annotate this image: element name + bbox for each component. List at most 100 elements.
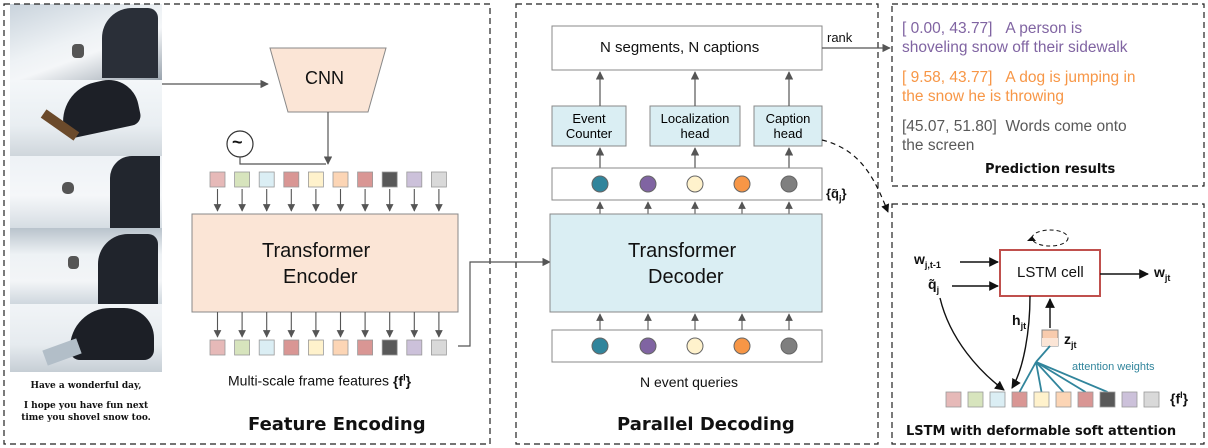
query-set-symbol: {q̃ (826, 186, 839, 201)
z-label: zjt (1064, 331, 1077, 350)
feature-token (234, 339, 251, 356)
feature-token (430, 171, 447, 188)
h-label: hjt (1012, 312, 1026, 331)
lstm-feature-token (1099, 391, 1116, 408)
decoded-query-dot (639, 175, 657, 193)
prediction-time: [ 0.00, 43.77] (902, 20, 993, 37)
caption-head-line-2: head (773, 126, 803, 141)
encoder-to-features-arrows (213, 312, 443, 338)
decoded-query-dot (780, 175, 798, 193)
lstm-feature-tokens (945, 391, 1160, 408)
feature-encoding-panel (3, 3, 491, 445)
lstm-feature-token (967, 391, 984, 408)
rank-label: rank (827, 30, 853, 45)
w-input-symbol: w (914, 251, 925, 267)
queries-to-decoder-arrows (596, 313, 793, 330)
attention-line (1035, 361, 1065, 393)
decoded-query-dot (733, 175, 751, 193)
feature-token (283, 171, 300, 188)
output-box (551, 25, 823, 71)
feature-encoding-title: Feature Encoding (248, 414, 426, 435)
prediction-text: A person is (1005, 20, 1083, 37)
event-query-dot (780, 337, 798, 355)
lstm-feature-token (1121, 391, 1138, 408)
w-output-symbol: w (1154, 264, 1165, 280)
video-caption-line-1: Have a wonderful day, (30, 381, 142, 391)
decoder-label-line-1: Transformer (628, 240, 737, 262)
feature-token (258, 171, 275, 188)
video-frame-5 (10, 304, 162, 372)
features-caption: Multi-scale frame features (228, 372, 393, 389)
attention-weights-label: attention weights (1072, 361, 1155, 373)
lstm-feature-token (1055, 391, 1072, 408)
caption-head-line-1: Caption (765, 111, 811, 126)
transformer-decoder-block (549, 213, 823, 313)
query-set-subscript: j (839, 193, 842, 204)
w-output-subscript: jt (1164, 272, 1171, 283)
video-frame-1 (10, 4, 162, 80)
prediction-text: Words come onto (1005, 118, 1127, 135)
attention-line (1035, 361, 1108, 393)
prediction-results-panel (891, 3, 1205, 187)
event-counter-label: Event Counter (552, 106, 626, 146)
encoder-label-line-1: Transformer (262, 240, 371, 262)
video-frame-2 (10, 80, 162, 156)
localization-head (649, 105, 741, 147)
feature-token (381, 339, 398, 356)
lstm-feature-token (1143, 391, 1160, 408)
lstm-feature-token (1033, 391, 1050, 408)
feature-token (307, 171, 324, 188)
attention-line (1035, 361, 1043, 393)
positional-encoding-arrow (239, 157, 326, 165)
caption-head-label: Caption head (754, 106, 822, 146)
encoder-label-line-2: Encoder (283, 266, 358, 288)
lstm-features-close: } (1182, 390, 1189, 407)
localization-line-2: head (680, 126, 710, 141)
w-input-label: wj,t-1 (914, 251, 941, 270)
recurrent-loop-arrowhead (1027, 236, 1036, 241)
lstm-features-symbol: {f (1170, 390, 1181, 407)
multi-scale-features-label: Multi-scale frame features {fl} (228, 372, 411, 389)
lstm-features-label: {fl} (1170, 390, 1188, 407)
z-symbol: z (1064, 331, 1071, 347)
video-caption-line-2: I hope you have fun next (23, 401, 149, 411)
prediction-text-cont: the snow he is throwing (902, 88, 1064, 105)
prediction-text-cont: the screen (902, 137, 975, 154)
video-caption-card: Have a wonderful day, I hope you have fu… (10, 372, 162, 440)
feature-token (332, 339, 349, 356)
feature-token (406, 171, 423, 188)
h-subscript: jt (1020, 320, 1027, 331)
video-frame-3 (10, 156, 162, 228)
decoded-query-dots (591, 175, 798, 193)
cnn-label: CNN (305, 68, 344, 88)
w-output-label: wjt (1154, 264, 1170, 283)
localization-head-label: Localization head (650, 106, 740, 146)
prediction-text-cont: shoveling snow off their sidewalk (902, 39, 1128, 56)
decoder-label-line-2: Decoder (648, 266, 724, 288)
z-token-shade (1042, 338, 1058, 346)
prediction-item: [ 0.00, 43.77] A person is shoveling sno… (902, 19, 1127, 57)
recurrent-loop-icon (1031, 229, 1069, 247)
decoded-query-set-label: {q̃j} (826, 186, 847, 204)
output-box-label: N segments, N captions (600, 39, 760, 56)
lstm-feature-token (945, 391, 962, 408)
prediction-item: [45.07, 51.80] Words come onto the scree… (902, 117, 1127, 155)
attention-line (1035, 345, 1051, 363)
q-to-features-arrow (939, 297, 1005, 391)
parallel-decoding-title: Parallel Decoding (617, 414, 795, 435)
z-subscript: jt (1071, 339, 1077, 350)
h-to-features-arrow (1011, 295, 1031, 389)
features-to-encoder-arrows (213, 189, 443, 212)
prediction-time: [45.07, 51.80] (902, 118, 997, 135)
caption-head-to-lstm-arrow (821, 139, 890, 213)
feature-token (283, 339, 300, 356)
prediction-results-title: Prediction results (985, 162, 1116, 177)
decoded-query-dot (591, 175, 609, 193)
q-input-symbol: q̃ (928, 276, 937, 292)
prediction-item: [ 9.58, 43.77] A dog is jumping in the s… (902, 68, 1136, 106)
attention-line (1018, 361, 1037, 393)
feature-token (357, 171, 374, 188)
feature-token (381, 171, 398, 188)
attention-line (1035, 361, 1086, 393)
